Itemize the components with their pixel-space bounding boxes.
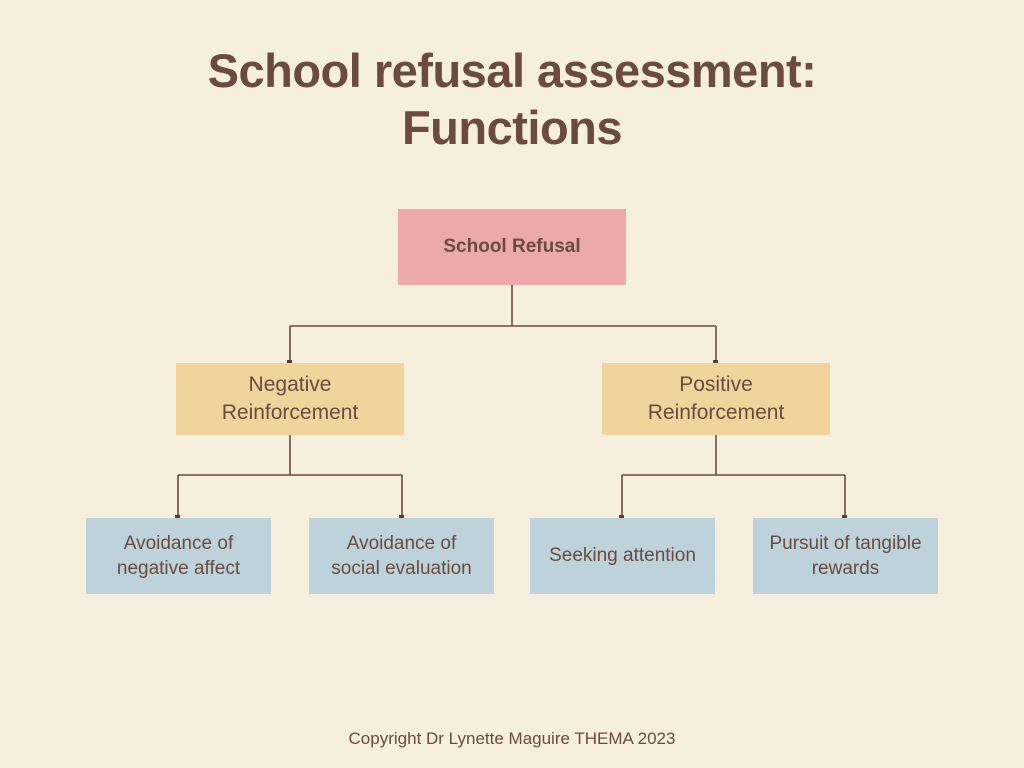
node-seeking-attention[interactable]: Seeking attention (530, 518, 715, 594)
node-pursuit-tangible-rewards[interactable]: Pursuit of tangible rewards (753, 518, 938, 594)
node-school-refusal-label: School Refusal (443, 236, 581, 258)
node-avoidance-social-evaluation-label: Avoidance of social evaluation (331, 532, 472, 579)
node-pursuit-tangible-rewards-label: Pursuit of tangible rewards (769, 532, 922, 579)
node-positive-reinforcement[interactable]: Positive Reinforcement (602, 363, 830, 435)
node-avoidance-negative-affect[interactable]: Avoidance of negative affect (86, 518, 271, 594)
copyright-footer: Copyright Dr Lynette Maguire THEMA 2023 (348, 729, 676, 748)
node-school-refusal[interactable]: School Refusal (398, 209, 626, 285)
node-avoidance-social-evaluation[interactable]: Avoidance of social evaluation (309, 518, 494, 594)
node-avoidance-negative-affect-label: Avoidance of negative affect (116, 532, 241, 579)
node-negative-reinforcement[interactable]: Negative Reinforcement (176, 363, 404, 435)
node-negative-reinforcement-label: Negative Reinforcement (221, 373, 359, 424)
node-positive-reinforcement-label: Positive Reinforcement (647, 373, 785, 424)
page-title: School refusal assessment: Functions (207, 44, 817, 155)
node-seeking-attention-label: Seeking attention (549, 545, 696, 567)
